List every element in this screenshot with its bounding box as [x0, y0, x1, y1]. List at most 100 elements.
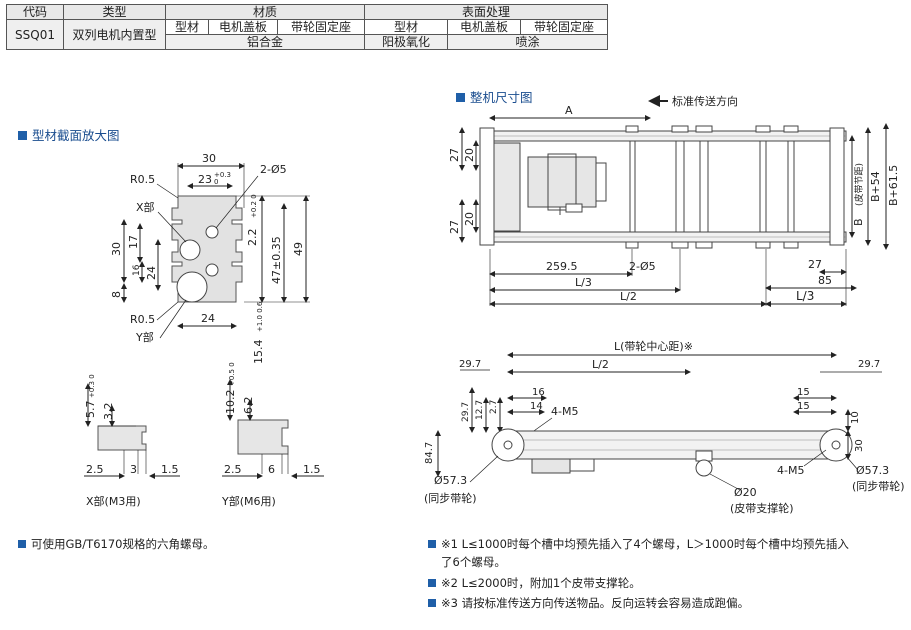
- dim-27-b: 27: [448, 220, 461, 234]
- dim-27-c: 27: [808, 258, 822, 271]
- dx-1-5: 1.5: [161, 463, 179, 476]
- side-m5-b: 4-M5: [777, 464, 804, 477]
- note-left: 可使用GB/T6170规格的六角螺母。: [18, 535, 214, 553]
- dim-B: B: [852, 218, 865, 226]
- detail-y-caption: Y部(M6用): [221, 494, 276, 508]
- dx-2-5: 2.5: [86, 463, 104, 476]
- direction-label: 标准传送方向: [672, 94, 738, 108]
- square-bullet-icon: [18, 131, 27, 140]
- dx-3-2: 3.2: [102, 403, 115, 421]
- side-dim-12-7: 12.7: [475, 400, 485, 420]
- note-2: ※2 L≤2000时，附加1个皮带支撑轮。: [428, 574, 641, 592]
- dim-47: 47±0.35: [270, 236, 283, 284]
- dim-15-4: 15.4: [252, 340, 265, 365]
- x-part-label: X部: [136, 200, 155, 214]
- dim-L3-b: L/3: [796, 289, 814, 303]
- dim-27-a: 27: [448, 148, 461, 162]
- support-wheel-label: (皮带支撑轮): [730, 501, 794, 515]
- dim-A: A: [565, 104, 573, 117]
- dx-5-7: 5.7: [84, 401, 97, 419]
- side-dim-L2: L/2: [592, 358, 609, 371]
- square-bullet-icon: [428, 599, 436, 607]
- side-dim-29-7-b: 29.7: [461, 402, 471, 422]
- profile-section: 30 23 +0.3 0 R0.5 2-Ø5 X部 30 17 24 16 8 …: [110, 152, 310, 364]
- dim-v24: 24: [145, 266, 158, 280]
- square-bullet-icon: [456, 93, 465, 102]
- detail-x-caption: X部(M3用): [86, 494, 141, 508]
- y-part-label: Y部: [135, 330, 154, 344]
- dy-10-2: 10.2: [224, 390, 237, 415]
- hole-2-d5-top: 2-Ø5: [629, 260, 656, 273]
- side-dim-16: 16: [532, 387, 545, 398]
- note-3: ※3 请按标准传送方向传送物品。反向运转会容易造成跑偏。: [428, 594, 749, 612]
- square-bullet-icon: [428, 540, 436, 548]
- header-type: 类型: [63, 4, 166, 20]
- side-dim-15-b: 15: [797, 401, 810, 412]
- square-bullet-icon: [428, 579, 436, 587]
- header-code: 代码: [6, 4, 64, 20]
- dim-2-2: 2.2: [246, 229, 259, 247]
- svg-text:0: 0: [214, 178, 218, 186]
- note-1-cont: 了6个螺母。: [441, 555, 506, 569]
- dim-259-5: 259.5: [546, 260, 578, 273]
- subheader-motor-cover: 电机盖板: [208, 19, 278, 35]
- note-1: ※1 L≤1000时每个槽中均预先插入了4个螺母，L＞1000时每个槽中均预先插…: [428, 535, 849, 553]
- side-dim-15-a: 15: [797, 387, 810, 398]
- svg-text:+0.2 0: +0.2 0: [250, 194, 258, 218]
- dim-B54: B+54: [869, 171, 882, 202]
- section-title-overall: 整机尺寸图: [456, 87, 533, 106]
- sync-pulley-label-a: (同步带轮): [424, 491, 477, 505]
- dim-24: 24: [201, 312, 215, 325]
- dim-85: 85: [818, 274, 832, 287]
- dim-B61-5: B+61.5: [887, 165, 900, 206]
- side-dim-14: 14: [530, 401, 543, 412]
- radius-bottom: R0.5: [130, 313, 155, 326]
- cell-surface-other: 喷涂: [447, 34, 608, 50]
- detail-x: 5.7 +0.3 0 3.2 2.5 3 1.5 X部(M3用): [84, 374, 180, 508]
- side-d20: Ø20: [734, 486, 757, 499]
- dy-1-5: 1.5: [303, 463, 321, 476]
- detail-y: 10.2 +0.5 0 6.2 2.5 6 1.5 Y部(M6用): [221, 362, 324, 508]
- svg-text:+1.0 0.6: +1.0 0.6: [256, 301, 264, 332]
- side-dim-29-7-a: 29.7: [459, 359, 481, 370]
- square-bullet-icon: [18, 540, 26, 548]
- section-title-profile: 型材截面放大图: [18, 125, 120, 144]
- dim-v49: 49: [292, 242, 305, 256]
- dim-30: 30: [202, 152, 216, 165]
- sync-pulley-label-b: (同步带轮): [852, 479, 905, 493]
- side-dim-29-7-c: 29.7: [858, 359, 880, 370]
- cell-material: 铝合金: [165, 34, 365, 50]
- dx-3: 3: [130, 463, 137, 476]
- dim-v8: 8: [110, 291, 123, 298]
- svg-text:+0.5 0: +0.5 0: [228, 362, 236, 386]
- svg-text:+0.3 0: +0.3 0: [88, 374, 96, 398]
- dim-20-a: 20: [463, 148, 476, 162]
- subheader-pulley-seat-2: 带轮固定座: [520, 19, 608, 35]
- side-m5-a: 4-M5: [551, 405, 578, 418]
- dim-v30: 30: [110, 242, 123, 256]
- spec-table: 代码 类型 材质 表面处理 SSQ01 双列电机内置型 型材 电机盖板 带轮固定…: [6, 4, 608, 50]
- cell-surface-profile: 阳极氧化: [364, 34, 448, 50]
- dim-v17: 17: [127, 235, 140, 249]
- top-view: 标准传送方向 A 27: [448, 94, 900, 307]
- dim-L2: L/2: [620, 290, 637, 303]
- dim-20-b: 20: [463, 212, 476, 226]
- radius-top: R0.5: [130, 173, 155, 186]
- dim-23-tol: +0.3: [214, 171, 231, 179]
- belt-pitch-label: (皮带节距): [853, 163, 865, 206]
- dy-6-2: 6.2: [242, 397, 255, 415]
- dim-23: 23: [198, 173, 212, 186]
- side-view: L(带轮中心距)※ L/2 29.7 29.7 12.7 2.7 16 14 4…: [424, 339, 905, 515]
- side-d57-3-b: Ø57.3: [856, 464, 889, 477]
- dim-L3-a: L/3: [575, 276, 592, 289]
- side-dim-84-7: 84.7: [424, 442, 435, 464]
- hole-2-d5: 2-Ø5: [260, 163, 287, 176]
- side-d57-3-a: Ø57.3: [434, 474, 467, 487]
- side-dim-30: 30: [854, 439, 865, 452]
- dim-L-title: L(带轮中心距)※: [614, 339, 693, 353]
- subheader-motor-cover-2: 电机盖板: [447, 19, 521, 35]
- side-dim-10: 10: [850, 411, 861, 424]
- dim-v16: 16: [132, 264, 142, 276]
- header-material: 材质: [165, 4, 365, 20]
